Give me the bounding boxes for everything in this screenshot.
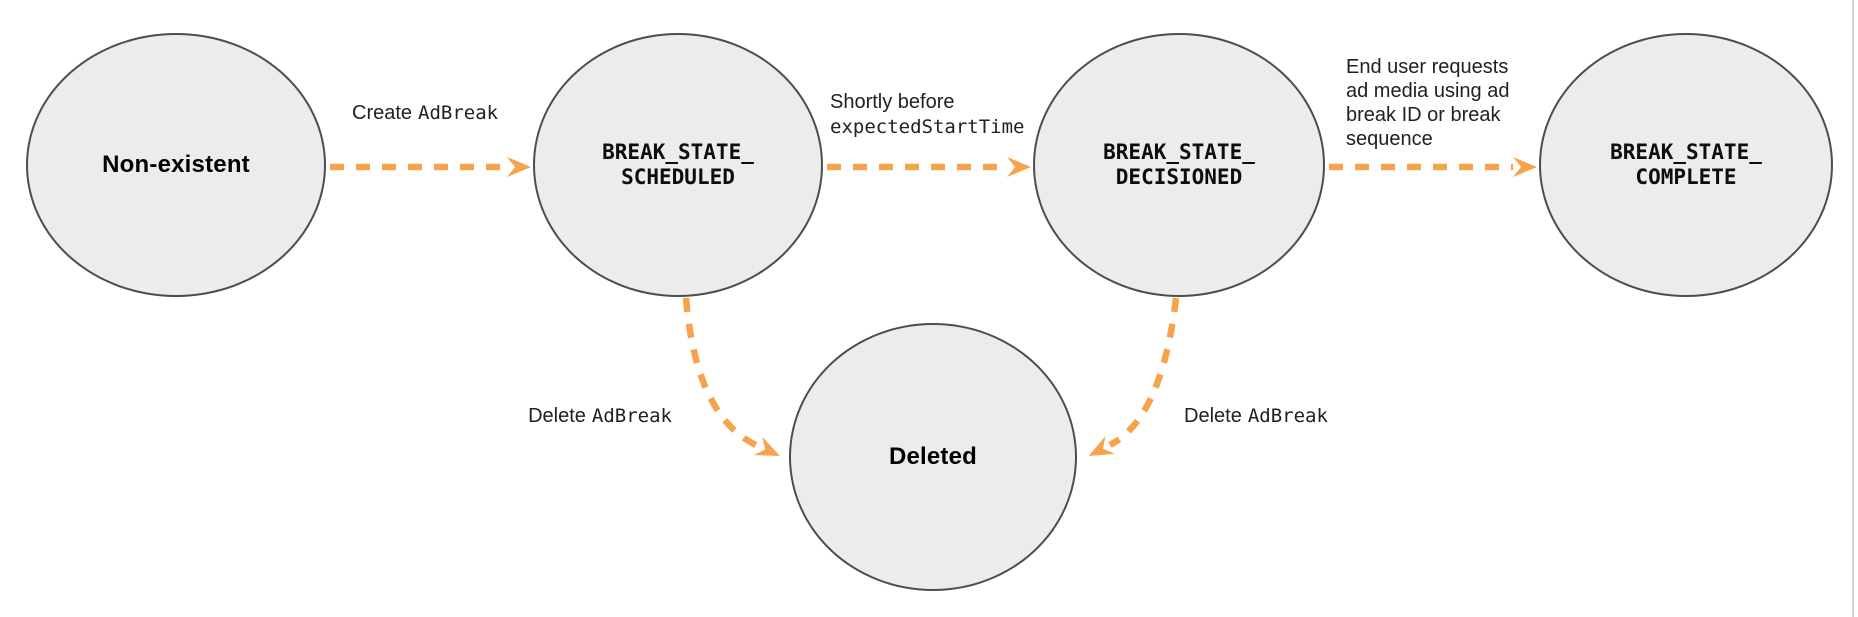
state-label-complete-line: COMPLETE xyxy=(1635,165,1737,189)
state-label-non-existent: Non-existent xyxy=(102,151,250,178)
transition-label-adbreak-code: AdBreak xyxy=(418,102,499,124)
arrow-delete-adbreak-from-scheduled xyxy=(682,297,780,456)
state-label-decisioned-line: DECISIONED xyxy=(1115,165,1243,189)
transition-label-delete-text: Delete xyxy=(528,405,586,427)
state-node-break-state-complete: BREAK_STATE_ COMPLETE xyxy=(1539,33,1833,297)
state-label-break-state-line: BREAK_STATE_ xyxy=(602,140,754,164)
state-label-break-state-line: BREAK_STATE_ xyxy=(1103,140,1255,164)
transition-label-shortly-before-line: Shortly before xyxy=(830,91,955,113)
state-label-break-state-line: BREAK_STATE_ xyxy=(1610,140,1762,164)
state-node-break-state-scheduled: BREAK_STATE_ SCHEDULED xyxy=(533,33,823,297)
page-edge-line xyxy=(1852,0,1854,617)
state-node-deleted: Deleted xyxy=(789,323,1077,591)
transition-label-line-1: End user requests xyxy=(1346,56,1509,78)
transition-label-line-4: sequence xyxy=(1346,128,1433,150)
state-node-break-state-decisioned: BREAK_STATE_ DECISIONED xyxy=(1033,33,1325,297)
transition-label-create-text: Create xyxy=(352,102,413,124)
transition-label-delete-text: Delete xyxy=(1184,405,1242,427)
transition-label-line-2: ad media using ad xyxy=(1346,80,1510,102)
transition-label-end-user-requests: End user requests ad media using ad brea… xyxy=(1346,55,1509,151)
state-label-deleted: Deleted xyxy=(888,443,978,470)
state-node-non-existent: Non-existent xyxy=(26,33,326,297)
transition-label-shortly-before: Shortly before expectedStartTime xyxy=(830,90,1024,140)
transition-label-adbreak-code: AdBreak xyxy=(1247,405,1328,427)
transition-label-expectedstarttime-code: expectedStartTime xyxy=(830,116,1025,138)
transition-label-line-3: break ID or break xyxy=(1346,104,1501,126)
arrow-delete-adbreak-from-decisioned xyxy=(1088,297,1180,457)
transition-label-adbreak-code: AdBreak xyxy=(591,405,672,427)
state-label-scheduled-line: SCHEDULED xyxy=(621,165,735,189)
